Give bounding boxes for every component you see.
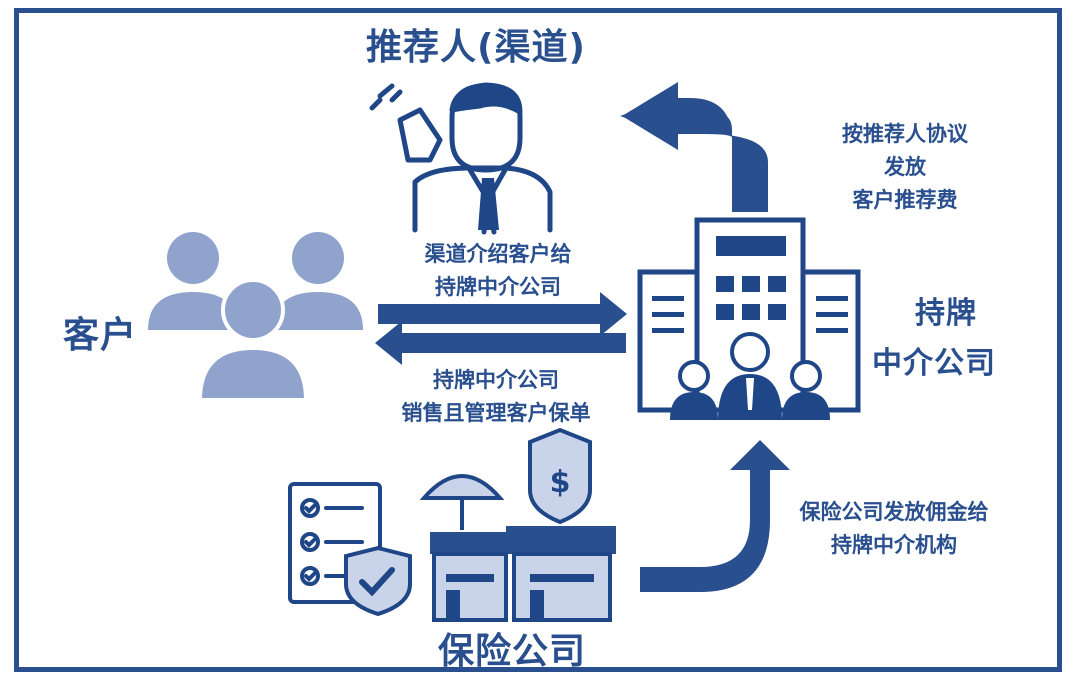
arrow-fee-to-recommender (620, 82, 768, 212)
broker-label-line2: 中介公司 (872, 346, 996, 381)
recommender-icon (369, 82, 553, 235)
shield-check-icon (344, 545, 412, 617)
commission-line1: 保险公司发放佣金给 (799, 500, 989, 524)
referral-fee-line1: 按推荐人协议 (842, 122, 968, 146)
commission-line2: 持牌中介机构 (831, 533, 957, 557)
referral-fee-line3: 客户推荐费 (852, 188, 958, 212)
recommender-label: 推荐人(渠道) (366, 27, 586, 68)
sales-mgmt-line1: 持牌中介公司 (433, 368, 559, 392)
commission-text: 保险公司发放佣金给 持牌中介机构 (778, 496, 1010, 562)
channel-intro-line2: 持牌中介公司 (435, 275, 561, 299)
arrow-commission-to-broker (640, 440, 790, 592)
sales-mgmt-line2: 销售且管理客户保单 (401, 401, 591, 425)
referral-fee-line2: 发放 (884, 155, 926, 179)
checklist-icon (288, 482, 382, 604)
channel-intro-line1: 渠道介绍客户给 (424, 242, 572, 266)
broker-label-line1: 持牌 (915, 296, 977, 331)
arrow-to-broker (378, 292, 627, 336)
broker-staff-icon (670, 332, 830, 420)
sales-mgmt-text: 持牌中介公司 销售且管理客户保单 (380, 364, 612, 430)
tie-shape (478, 178, 499, 230)
building-windows (652, 236, 848, 333)
referral-fee-text: 按推荐人协议 发放 客户推荐费 (820, 118, 990, 217)
customers-icon (148, 232, 363, 402)
broker-building-icon (637, 217, 861, 413)
insurer-building-icon: $ (419, 427, 616, 622)
customer-label: 客户 (63, 315, 138, 356)
insurer-label: 保险公司 (438, 631, 587, 672)
svg-text:$: $ (550, 465, 571, 500)
arrow-to-customer (375, 321, 626, 365)
channel-intro-text: 渠道介绍客户给 持牌中介公司 (398, 238, 598, 304)
